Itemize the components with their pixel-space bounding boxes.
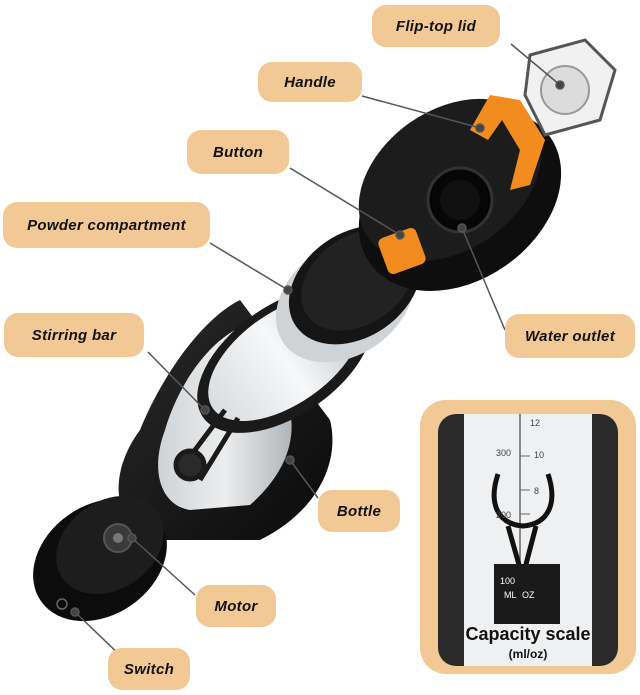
capacity-scale-unit: (ml/oz) [508, 647, 548, 661]
callout-button: Button [187, 130, 289, 174]
capacity-scale-title: Capacity scale [465, 624, 591, 644]
callout-stirring-bar: Stirring bar [4, 313, 144, 357]
callout-powder-compartment: Powder compartment [3, 202, 210, 248]
callout-handle: Handle [258, 62, 362, 102]
callout-water-outlet: Water outlet [505, 314, 635, 358]
callout-motor: Motor [196, 585, 276, 627]
callout-bottle: Bottle [318, 490, 400, 532]
callout-switch: Switch [108, 648, 190, 690]
motor-base [33, 495, 167, 622]
scale-10: 10 [534, 450, 544, 460]
scale-oz: OZ [522, 590, 535, 600]
scale-300: 300 [496, 448, 511, 458]
scale-8: 8 [534, 486, 539, 496]
scale-200: 200 [496, 510, 511, 520]
leader-lines [70, 43, 565, 661]
scale-100: 100 [500, 576, 515, 586]
scale-12: 12 [530, 418, 540, 428]
scale-ml: ML [504, 590, 517, 600]
callout-flip-top-lid: Flip-top lid [372, 5, 500, 47]
capacity-scale-photo: 12 300 10 8 200 100 ML OZ [438, 414, 618, 666]
lid [358, 38, 617, 291]
stirring-bar [173, 408, 241, 482]
